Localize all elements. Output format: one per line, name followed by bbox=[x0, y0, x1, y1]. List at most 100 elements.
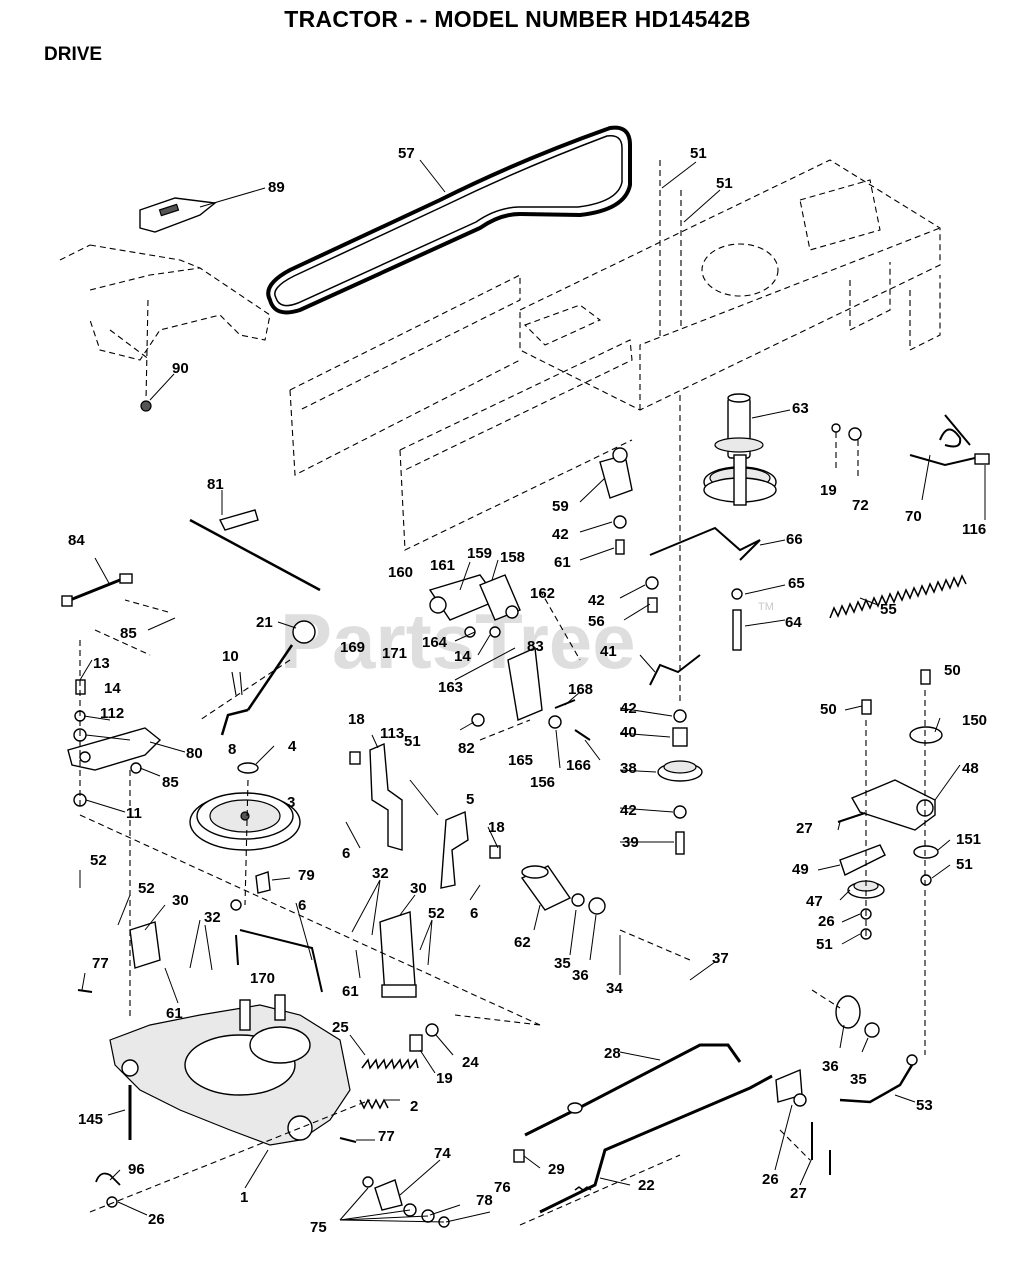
nut-85b bbox=[130, 762, 142, 774]
callout-164: 164 bbox=[422, 634, 448, 651]
callout-51: 51 bbox=[956, 856, 973, 873]
callout-18: 18 bbox=[348, 711, 365, 728]
bolt-168 bbox=[554, 699, 576, 709]
rod-28 bbox=[524, 1043, 742, 1137]
callout-72: 72 bbox=[852, 497, 869, 514]
callout-80: 80 bbox=[186, 745, 203, 762]
nut-90 bbox=[140, 400, 152, 412]
transmission-pulley-3 bbox=[189, 792, 301, 851]
callout-27: 27 bbox=[796, 820, 813, 837]
spring-55 bbox=[829, 574, 967, 619]
callout-51: 51 bbox=[404, 733, 421, 750]
spacer-62 bbox=[520, 865, 572, 911]
callout-21: 21 bbox=[256, 614, 273, 631]
callout-19: 19 bbox=[820, 482, 837, 499]
bolt-39 bbox=[675, 831, 685, 855]
callout-51: 51 bbox=[816, 936, 833, 953]
callout-18: 18 bbox=[488, 819, 505, 836]
bolt-56 bbox=[647, 597, 658, 613]
callout-84: 84 bbox=[68, 532, 85, 549]
callout-27: 27 bbox=[790, 1185, 807, 1202]
callout-41: 41 bbox=[600, 643, 617, 660]
callout-62: 62 bbox=[514, 934, 531, 951]
callout-171: 171 bbox=[382, 645, 407, 662]
guide-lines bbox=[79, 160, 926, 1226]
callout-labels: 57 89 51 51 90 63 19 72 70 116 81 59 42 … bbox=[68, 145, 987, 1236]
spacer-40 bbox=[672, 727, 688, 747]
page-title: TRACTOR - - MODEL NUMBER HD14542B bbox=[284, 6, 751, 32]
callout-56: 56 bbox=[588, 613, 605, 630]
callout-65: 65 bbox=[788, 575, 805, 592]
nut-51d bbox=[920, 874, 932, 886]
clip-4 bbox=[237, 762, 259, 774]
callout-170: 170 bbox=[250, 970, 275, 987]
callout-162: 162 bbox=[530, 585, 555, 602]
callout-156: 156 bbox=[530, 774, 555, 791]
link-170 bbox=[230, 899, 323, 993]
callout-70: 70 bbox=[905, 508, 922, 525]
shift-plate bbox=[139, 197, 217, 233]
callout-74: 74 bbox=[434, 1145, 451, 1162]
callout-168: 168 bbox=[568, 681, 593, 698]
callout-14: 14 bbox=[454, 648, 471, 665]
callout-30: 30 bbox=[410, 880, 427, 897]
bolt-64 bbox=[732, 609, 742, 651]
washer-42a bbox=[613, 515, 627, 529]
leader-lines bbox=[79, 159, 986, 1223]
rod-84 bbox=[61, 573, 133, 607]
callout-77: 77 bbox=[378, 1128, 395, 1145]
callout-28: 28 bbox=[604, 1045, 621, 1062]
callout-61: 61 bbox=[166, 1005, 183, 1022]
callout-83: 83 bbox=[527, 638, 544, 655]
bracket-49 bbox=[839, 844, 886, 876]
washer-19 bbox=[831, 423, 841, 433]
washer-35b bbox=[864, 1022, 880, 1038]
bolt-27a bbox=[837, 812, 866, 823]
callout-1: 1 bbox=[240, 1189, 248, 1206]
callout-24: 24 bbox=[462, 1054, 479, 1071]
callout-19: 19 bbox=[436, 1070, 453, 1087]
callout-50: 50 bbox=[820, 701, 837, 718]
shift-lever bbox=[220, 620, 316, 736]
callout-159: 159 bbox=[467, 545, 492, 562]
callout-96: 96 bbox=[128, 1161, 145, 1178]
callout-78: 78 bbox=[476, 1192, 493, 1209]
shift-rod-81 bbox=[189, 509, 321, 592]
callout-32: 32 bbox=[204, 909, 221, 926]
bolt-18b bbox=[489, 845, 501, 859]
washer-156 bbox=[548, 715, 562, 729]
washer-82 bbox=[471, 713, 485, 727]
callout-85: 85 bbox=[120, 625, 137, 642]
callout-81: 81 bbox=[207, 476, 224, 493]
callout-42: 42 bbox=[620, 802, 637, 819]
callout-30: 30 bbox=[172, 892, 189, 909]
frame-outline bbox=[289, 159, 941, 551]
callout-116: 116 bbox=[962, 521, 986, 538]
washer-72 bbox=[848, 427, 862, 441]
callout-55: 55 bbox=[880, 601, 897, 618]
callout-4: 4 bbox=[288, 738, 297, 755]
washer-42b bbox=[645, 576, 659, 590]
bolt-166 bbox=[574, 729, 591, 741]
callout-22: 22 bbox=[638, 1177, 655, 1194]
bracket-30a bbox=[129, 921, 161, 969]
callout-85: 85 bbox=[162, 774, 179, 791]
callout-39: 39 bbox=[622, 834, 639, 851]
callout-38: 38 bbox=[620, 760, 637, 777]
callout-34: 34 bbox=[606, 980, 623, 997]
bracket-5 bbox=[440, 810, 469, 889]
hitch-pin-96 bbox=[95, 1172, 121, 1186]
callout-161: 161 bbox=[430, 557, 455, 574]
washer-36a bbox=[588, 897, 606, 915]
callout-61: 61 bbox=[554, 554, 571, 571]
callout-26: 26 bbox=[762, 1171, 779, 1188]
callout-64: 64 bbox=[785, 614, 802, 631]
callout-158: 158 bbox=[500, 549, 525, 566]
callout-29: 29 bbox=[548, 1161, 565, 1178]
drive-belt bbox=[266, 125, 632, 315]
bolt-50b bbox=[920, 669, 931, 685]
callout-76: 76 bbox=[494, 1179, 511, 1196]
washer-151 bbox=[913, 845, 939, 859]
callout-6: 6 bbox=[298, 897, 306, 914]
